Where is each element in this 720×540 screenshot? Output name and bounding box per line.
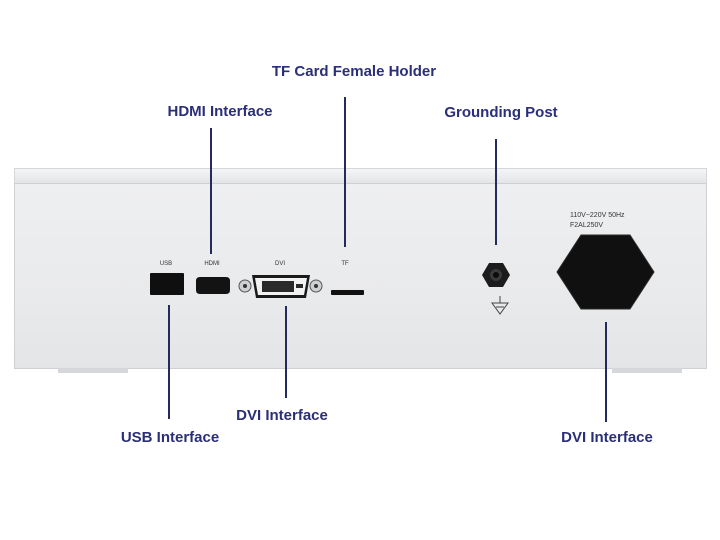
- dvi-port-tag: DVI: [274, 261, 286, 267]
- power-rating-voltage: 110V~220V 50Hz: [570, 212, 625, 219]
- power-inlet-callout: DVI Interface: [561, 429, 653, 446]
- power-rating-fuse: F2AL250V: [570, 222, 604, 229]
- hdmi-port: [196, 277, 230, 294]
- tf-card-slot: [331, 290, 364, 295]
- usb-callout: USB Interface: [120, 429, 220, 446]
- usb-port-tag: USB: [159, 261, 173, 267]
- dvi-callout: DVI Interface: [236, 407, 328, 424]
- tf-port-tag: TF: [341, 261, 349, 267]
- grounding-callout: Grounding Post: [444, 104, 558, 121]
- device-foot-left: [58, 368, 128, 373]
- usb-port: [150, 273, 184, 295]
- power-inlet: [556, 234, 655, 310]
- grounding-post: [482, 263, 510, 287]
- hdmi-callout: HDMI Interface: [167, 103, 273, 120]
- tf-card-callout: TF Card Female Holder: [271, 63, 437, 80]
- hdmi-port-tag: HDMI: [204, 261, 220, 267]
- ground-symbol-icon: [491, 296, 509, 315]
- device-foot-right: [612, 368, 682, 373]
- dvi-port: [238, 275, 323, 298]
